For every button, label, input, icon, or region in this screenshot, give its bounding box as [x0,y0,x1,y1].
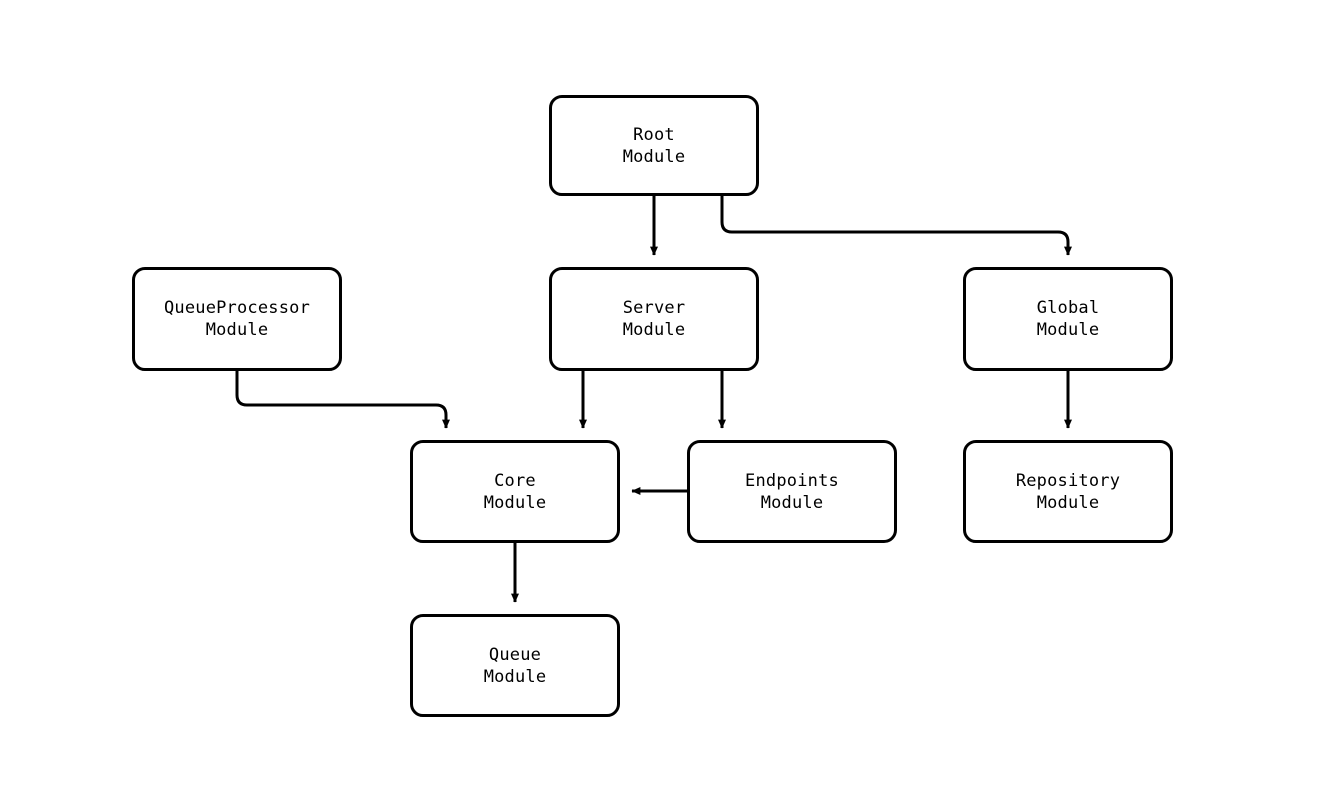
node-label-queue: Queue Module [483,644,547,687]
node-label-queueprocessor: QueueProcessor Module [163,298,311,340]
node-core[interactable]: Core Module [410,440,620,543]
node-queue[interactable]: Queue Module [410,614,620,717]
node-server[interactable]: Server Module [549,267,759,371]
node-queueprocessor[interactable]: QueueProcessor Module [132,267,342,371]
edge-queueprocessor-core [235,371,450,429]
node-label-server: Server Module [622,298,686,340]
node-global[interactable]: Global Module [963,267,1173,371]
node-label-root: Root Module [622,124,686,167]
node-label-endpoints: Endpoints Module [745,470,839,513]
node-endpoints[interactable]: Endpoints Module [687,440,897,543]
node-label-repository: Repository Module [1015,470,1121,513]
node-label-core: Core Module [483,470,547,513]
edge-root-global [720,196,1072,256]
node-repository[interactable]: Repository Module [963,440,1173,543]
node-root[interactable]: Root Module [549,95,759,196]
node-label-global: Global Module [1036,298,1100,340]
